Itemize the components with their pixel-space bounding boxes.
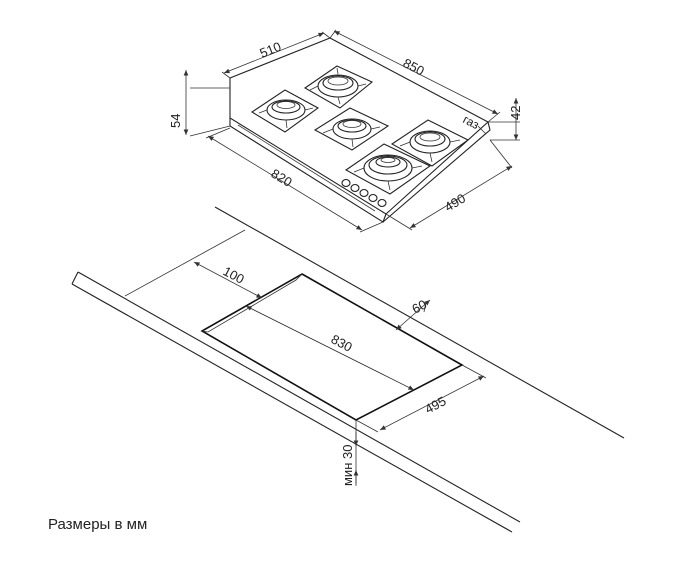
knob-2 [350, 183, 360, 193]
knob-1 [341, 178, 351, 188]
gas-leader [477, 125, 487, 135]
dim-510-label: 510 [258, 39, 284, 61]
burner-back-left [303, 65, 374, 109]
dim-min30-label: мин 30 [340, 445, 355, 486]
countertop-front-edge [77, 271, 521, 523]
control-knobs [341, 178, 387, 208]
burner-left-middle [250, 89, 320, 133]
dim-100-label: 100 [221, 263, 247, 286]
units-caption: Размеры в мм [48, 516, 148, 533]
dim-490-label: 490 [442, 191, 468, 215]
knob-5 [377, 198, 387, 208]
burner-front-right [390, 119, 470, 167]
cutout-opening [200, 273, 464, 421]
dim-54-label: 54 [168, 114, 183, 128]
cutout-dimensions: 100 830 60 495 мин 30 [124, 229, 487, 486]
countertop-back-edge [214, 206, 625, 439]
dim-850-label: 850 [401, 55, 427, 78]
hob-dimensions: 510 850 54 42 газ 820 490 [168, 29, 523, 233]
knob-4 [368, 193, 378, 203]
dim-830-label: 830 [329, 331, 355, 354]
knob-3 [359, 188, 369, 198]
hob-front-edge [229, 118, 387, 223]
burner-center [313, 107, 390, 151]
dim-42-label: 42 [508, 106, 523, 120]
countertop-front-thickness [71, 283, 513, 533]
gas-label: газ [461, 112, 482, 132]
hob [229, 37, 491, 223]
dim-60-label: 60 [409, 297, 429, 317]
